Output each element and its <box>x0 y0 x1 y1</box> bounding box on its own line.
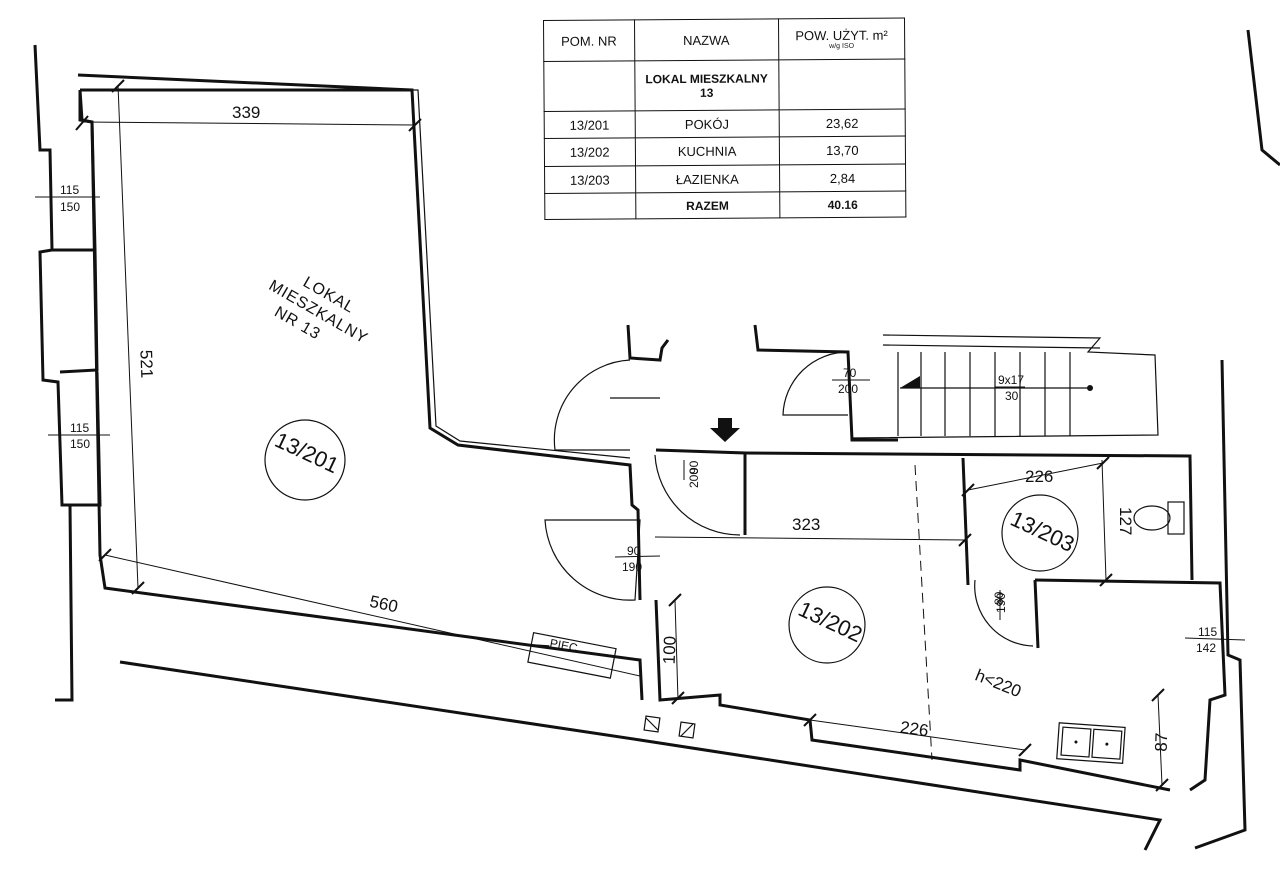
door-bath-top: 80 <box>992 591 1006 605</box>
room-label-lazienka: 13/203 <box>1007 506 1079 557</box>
dim-lazienka-width: 226 <box>1025 467 1053 486</box>
entrance-arrow-icon <box>710 418 740 442</box>
door-room-bot: 190 <box>622 560 642 574</box>
dim-pokoj-bottom: 560 <box>368 592 400 616</box>
door-swings <box>544 351 1034 647</box>
window-markers <box>35 196 1246 641</box>
win1-top: 115 <box>60 183 79 197</box>
win2-top: 115 <box>70 421 89 435</box>
dim-pokoj-height: 521 <box>136 349 156 378</box>
room-kuchnia-walls <box>654 448 1227 792</box>
room-pokoj-walls <box>78 88 644 701</box>
dim-kuchnia-bottom: 226 <box>899 718 930 741</box>
room-circle-kuchnia <box>788 586 866 664</box>
stairwell: 9x17 30 <box>626 324 1159 442</box>
win1-bot: 150 <box>60 200 80 214</box>
win2-bot: 150 <box>70 437 90 451</box>
dim-sink-depth: 87 <box>1152 732 1172 752</box>
door-stair-bot: 200 <box>838 382 858 396</box>
door-entry-top: 90 <box>687 460 701 474</box>
sink-icon <box>1056 722 1126 764</box>
door-entry-bot: 200 <box>687 468 701 488</box>
dim-kuchnia-width: 323 <box>792 515 820 534</box>
stairs-arrow-icon <box>900 376 920 388</box>
dim-pokoj-width: 339 <box>232 103 260 122</box>
door-bath-bot: 190 <box>994 593 1008 613</box>
ceiling-height: h<220 <box>973 666 1024 702</box>
stove-icon: PIEC <box>527 631 617 679</box>
outer-walls <box>33 29 1280 851</box>
room-circle-lazienka <box>1001 494 1079 572</box>
toilet-icon <box>1133 501 1185 535</box>
stairs-bot-label: 30 <box>1005 389 1019 403</box>
dimension-lines <box>75 79 1169 792</box>
door-stair-top: 70 <box>843 366 857 380</box>
dim-lazienka-depth: 127 <box>1116 507 1135 535</box>
unit-label: LOKAL MIESZKALNY NR 13 <box>266 274 371 348</box>
win3-top: 115 <box>1198 625 1217 639</box>
room-label-pokoj: 13/201 <box>271 427 343 478</box>
kitchen-dashed-line <box>914 464 933 761</box>
room-circle-pokoj <box>264 419 346 501</box>
stairs-top-label: 9x17 <box>998 373 1024 387</box>
dim-kuchnia-depth: 100 <box>660 636 680 665</box>
room-label-kuchnia: 13/202 <box>795 596 867 647</box>
stairs-end-dot-icon <box>1087 385 1093 391</box>
win3-bot: 142 <box>1196 641 1216 655</box>
door-room-top: 90 <box>627 544 641 558</box>
vent-icons <box>643 715 696 739</box>
stove-label: PIEC <box>549 636 579 655</box>
